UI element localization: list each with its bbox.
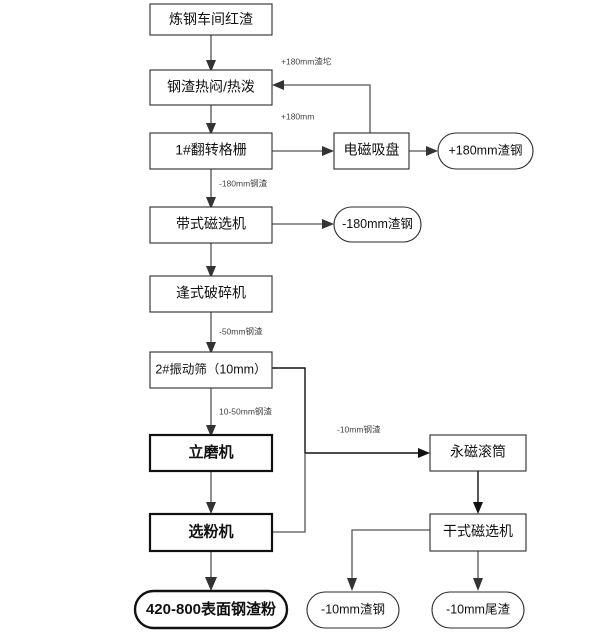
edge-n6-n7 <box>272 219 334 229</box>
edge-label-180mm-zhatuo: +180mm渣坨 <box>281 56 332 66</box>
node-2-zhendongshai[interactable]: 2#振动筛（10mm） <box>149 351 273 389</box>
edge-label-layer: +180mm渣坨 +180mm -180mm钢渣 -50mm钢渣 10-50mm… <box>219 56 381 434</box>
edge-n13-n14 <box>473 471 483 514</box>
edge-n6-n8 <box>206 243 216 278</box>
edge-n9-n13 <box>272 367 430 458</box>
edge-n3-n4 <box>272 146 334 156</box>
edge-n9-n10 <box>206 388 216 437</box>
edge-layer <box>205 35 483 591</box>
edge-n4-n2-feedback <box>272 80 371 134</box>
node-label-n4: 电磁吸盘 <box>344 142 400 158</box>
node-label-n9: 2#振动筛（10mm） <box>155 361 266 376</box>
edge-n11-n12 <box>205 551 217 591</box>
node-gangzha-remen-repo[interactable]: 钢渣热闷/热泼 <box>149 69 273 106</box>
edge-n3-n6 <box>206 169 216 209</box>
edge-n14-n16 <box>473 551 483 591</box>
edge-label-minus50mm-gangzha: -50mm钢渣 <box>219 326 263 336</box>
node-yongci-guntong[interactable]: 永磁滚筒 <box>429 434 527 472</box>
node-eshi-posuiji[interactable]: 逢式破碎机 <box>149 275 273 313</box>
edge-n14-n15 <box>347 529 430 591</box>
edge-n11-branchbus <box>272 453 306 533</box>
node-label-n10: 立磨机 <box>188 443 233 461</box>
node-420-800-biaomian-gangzhafen[interactable]: 420-800表面钢渣粉 <box>133 589 289 630</box>
node-label-n6: 带式磁选机 <box>176 216 246 232</box>
node-minus10mm-weizha[interactable]: -10mm尾渣 <box>431 591 525 629</box>
node-minus10mm-zhagang[interactable]: -10mm渣钢 <box>306 591 400 629</box>
node-label-n13: 永磁滚筒 <box>450 444 506 460</box>
edge-n2-n3 <box>206 105 216 135</box>
node-label-n1: 炼钢车间红渣 <box>169 11 253 27</box>
node-label-n11: 选粉机 <box>188 522 233 540</box>
node-label-n12: 420-800表面钢渣粉 <box>146 600 276 618</box>
node-daishi-cixuanji[interactable]: 带式磁选机 <box>149 206 273 244</box>
node-label-n2: 钢渣热闷/热泼 <box>167 79 255 95</box>
node-plus180mm-zhagang[interactable]: +180mm渣钢 <box>437 132 534 170</box>
node-label-n3: 1#翻转格栅 <box>175 142 247 158</box>
node-layer: 炼钢车间红渣 钢渣热闷/热泼 1#翻转格栅 电磁吸盘 +180mm渣钢 带式磁选… <box>133 3 534 630</box>
node-limoji[interactable]: 立磨机 <box>148 433 274 473</box>
edge-n10-n11 <box>206 471 216 514</box>
node-minus180mm-zhagang[interactable]: -180mm渣钢 <box>333 206 422 243</box>
node-label-n15: -10mm渣钢 <box>321 602 385 616</box>
node-label-n7: -180mm渣钢 <box>342 217 413 231</box>
node-label-n5: +180mm渣钢 <box>449 143 523 157</box>
edge-label-10-50mm-gangzha: 10-50mm钢渣 <box>219 406 272 416</box>
node-lianggang-chejian-hongzha[interactable]: 炼钢车间红渣 <box>149 3 273 36</box>
edge-label-plus180mm: +180mm <box>281 111 314 121</box>
node-label-n16: -10mm尾渣 <box>446 602 510 616</box>
edge-label-minus180mm-gangzha: -180mm钢渣 <box>219 178 268 188</box>
node-dianci-xipan[interactable]: 电磁吸盘 <box>333 132 410 170</box>
node-1-fanzhuan-gezhan[interactable]: 1#翻转格栅 <box>149 132 273 170</box>
node-ganshi-cixuanji[interactable]: 干式磁选机 <box>429 513 527 552</box>
edge-n1-n2 <box>206 35 216 72</box>
edge-n4-n5 <box>409 146 438 156</box>
node-xuanfenji[interactable]: 选粉机 <box>148 512 274 553</box>
node-label-n14: 干式磁选机 <box>443 523 513 539</box>
edge-label-minus10mm-gangzha: -10mm钢渣 <box>337 424 381 434</box>
node-label-n8: 逢式破碎机 <box>176 285 246 301</box>
edge-n8-n9 <box>206 312 216 354</box>
